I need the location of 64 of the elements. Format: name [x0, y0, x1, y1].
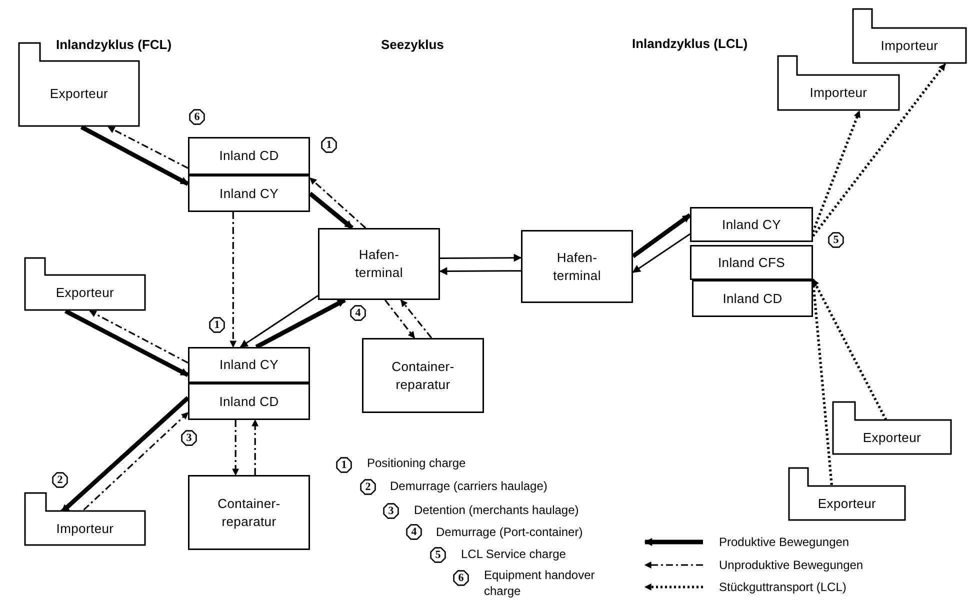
- legend-text: LCL Service charge: [461, 546, 566, 563]
- node-label: Inland CD: [722, 290, 782, 308]
- node-label: Importeur: [56, 520, 114, 538]
- callout-number: 1: [321, 137, 337, 153]
- arrow: [308, 192, 354, 230]
- arrow: [64, 309, 190, 378]
- arrow: [439, 267, 521, 276]
- node-label: Inland CY: [722, 216, 781, 234]
- section-heading: Inlandzyklus (FCL): [56, 36, 172, 54]
- callout-number: 1: [209, 317, 225, 333]
- callout-number: 6: [453, 570, 469, 586]
- node-label: Hafen-terminal: [354, 246, 404, 282]
- callout-number: 1: [336, 457, 352, 473]
- arrow: [230, 212, 237, 348]
- legend-text: Equipment handover charge: [484, 568, 596, 600]
- arrow: [632, 233, 690, 273]
- node-label: Inland CFS: [718, 254, 786, 272]
- arrow: [812, 63, 946, 237]
- callout-number: 2: [52, 472, 68, 488]
- legend-text: Detention (merchants haulage): [414, 502, 579, 519]
- node-label: Container-reparatur: [216, 494, 282, 530]
- legend-text: Produktive Bewegungen: [719, 534, 850, 551]
- node-label: Inland CD: [219, 392, 279, 410]
- callout-number: 6: [189, 109, 205, 125]
- node-label: Exporteur: [56, 284, 114, 302]
- arrow: [240, 295, 318, 348]
- callout-number: 3: [383, 503, 399, 519]
- legend-text: Demurrage (Port-container): [436, 524, 583, 541]
- section-heading: Inlandzyklus (LCL): [632, 35, 748, 53]
- arrow: [632, 213, 692, 258]
- node-label: Inland CY: [220, 184, 278, 202]
- arrow: [255, 298, 346, 349]
- legend-text: Stückguttransport (LCL): [719, 579, 846, 596]
- arrow: [232, 420, 240, 476]
- node-label: Inland CY: [220, 356, 278, 374]
- legend-text: Positioning charge: [367, 455, 466, 472]
- section-heading: Seezyklus: [381, 36, 444, 54]
- arrow: [812, 278, 888, 420]
- arrow: [252, 419, 259, 475]
- arrow: [108, 126, 188, 169]
- arrow: [440, 254, 522, 262]
- node-label: Container-reparatur: [390, 358, 456, 394]
- node-label: Importeur: [880, 37, 938, 55]
- arrow: [384, 300, 416, 339]
- callout-number: 5: [828, 232, 844, 248]
- arrow: [812, 110, 861, 232]
- node-label: Exporteur: [50, 85, 108, 103]
- callout-number: 5: [430, 547, 446, 563]
- arrow: [83, 412, 189, 510]
- node-label: Importeur: [810, 84, 868, 102]
- legend-text: Unproduktive Bewegungen: [719, 557, 864, 574]
- arrow: [309, 177, 366, 229]
- legend-text: Demurrage (carriers haulage): [390, 478, 548, 495]
- callout-number: 4: [406, 524, 422, 540]
- arrow: [400, 299, 432, 338]
- node-label: Hafen-terminal: [552, 248, 602, 284]
- node-label: Exporteur: [862, 428, 922, 446]
- callout-number: 2: [360, 479, 376, 495]
- node-label: Inland CD: [219, 147, 279, 165]
- arrow: [80, 125, 190, 186]
- node-label: Exporteur: [818, 494, 876, 512]
- callout-number: 4: [350, 305, 366, 321]
- arrow: [89, 310, 188, 364]
- callout-number: 3: [181, 430, 197, 446]
